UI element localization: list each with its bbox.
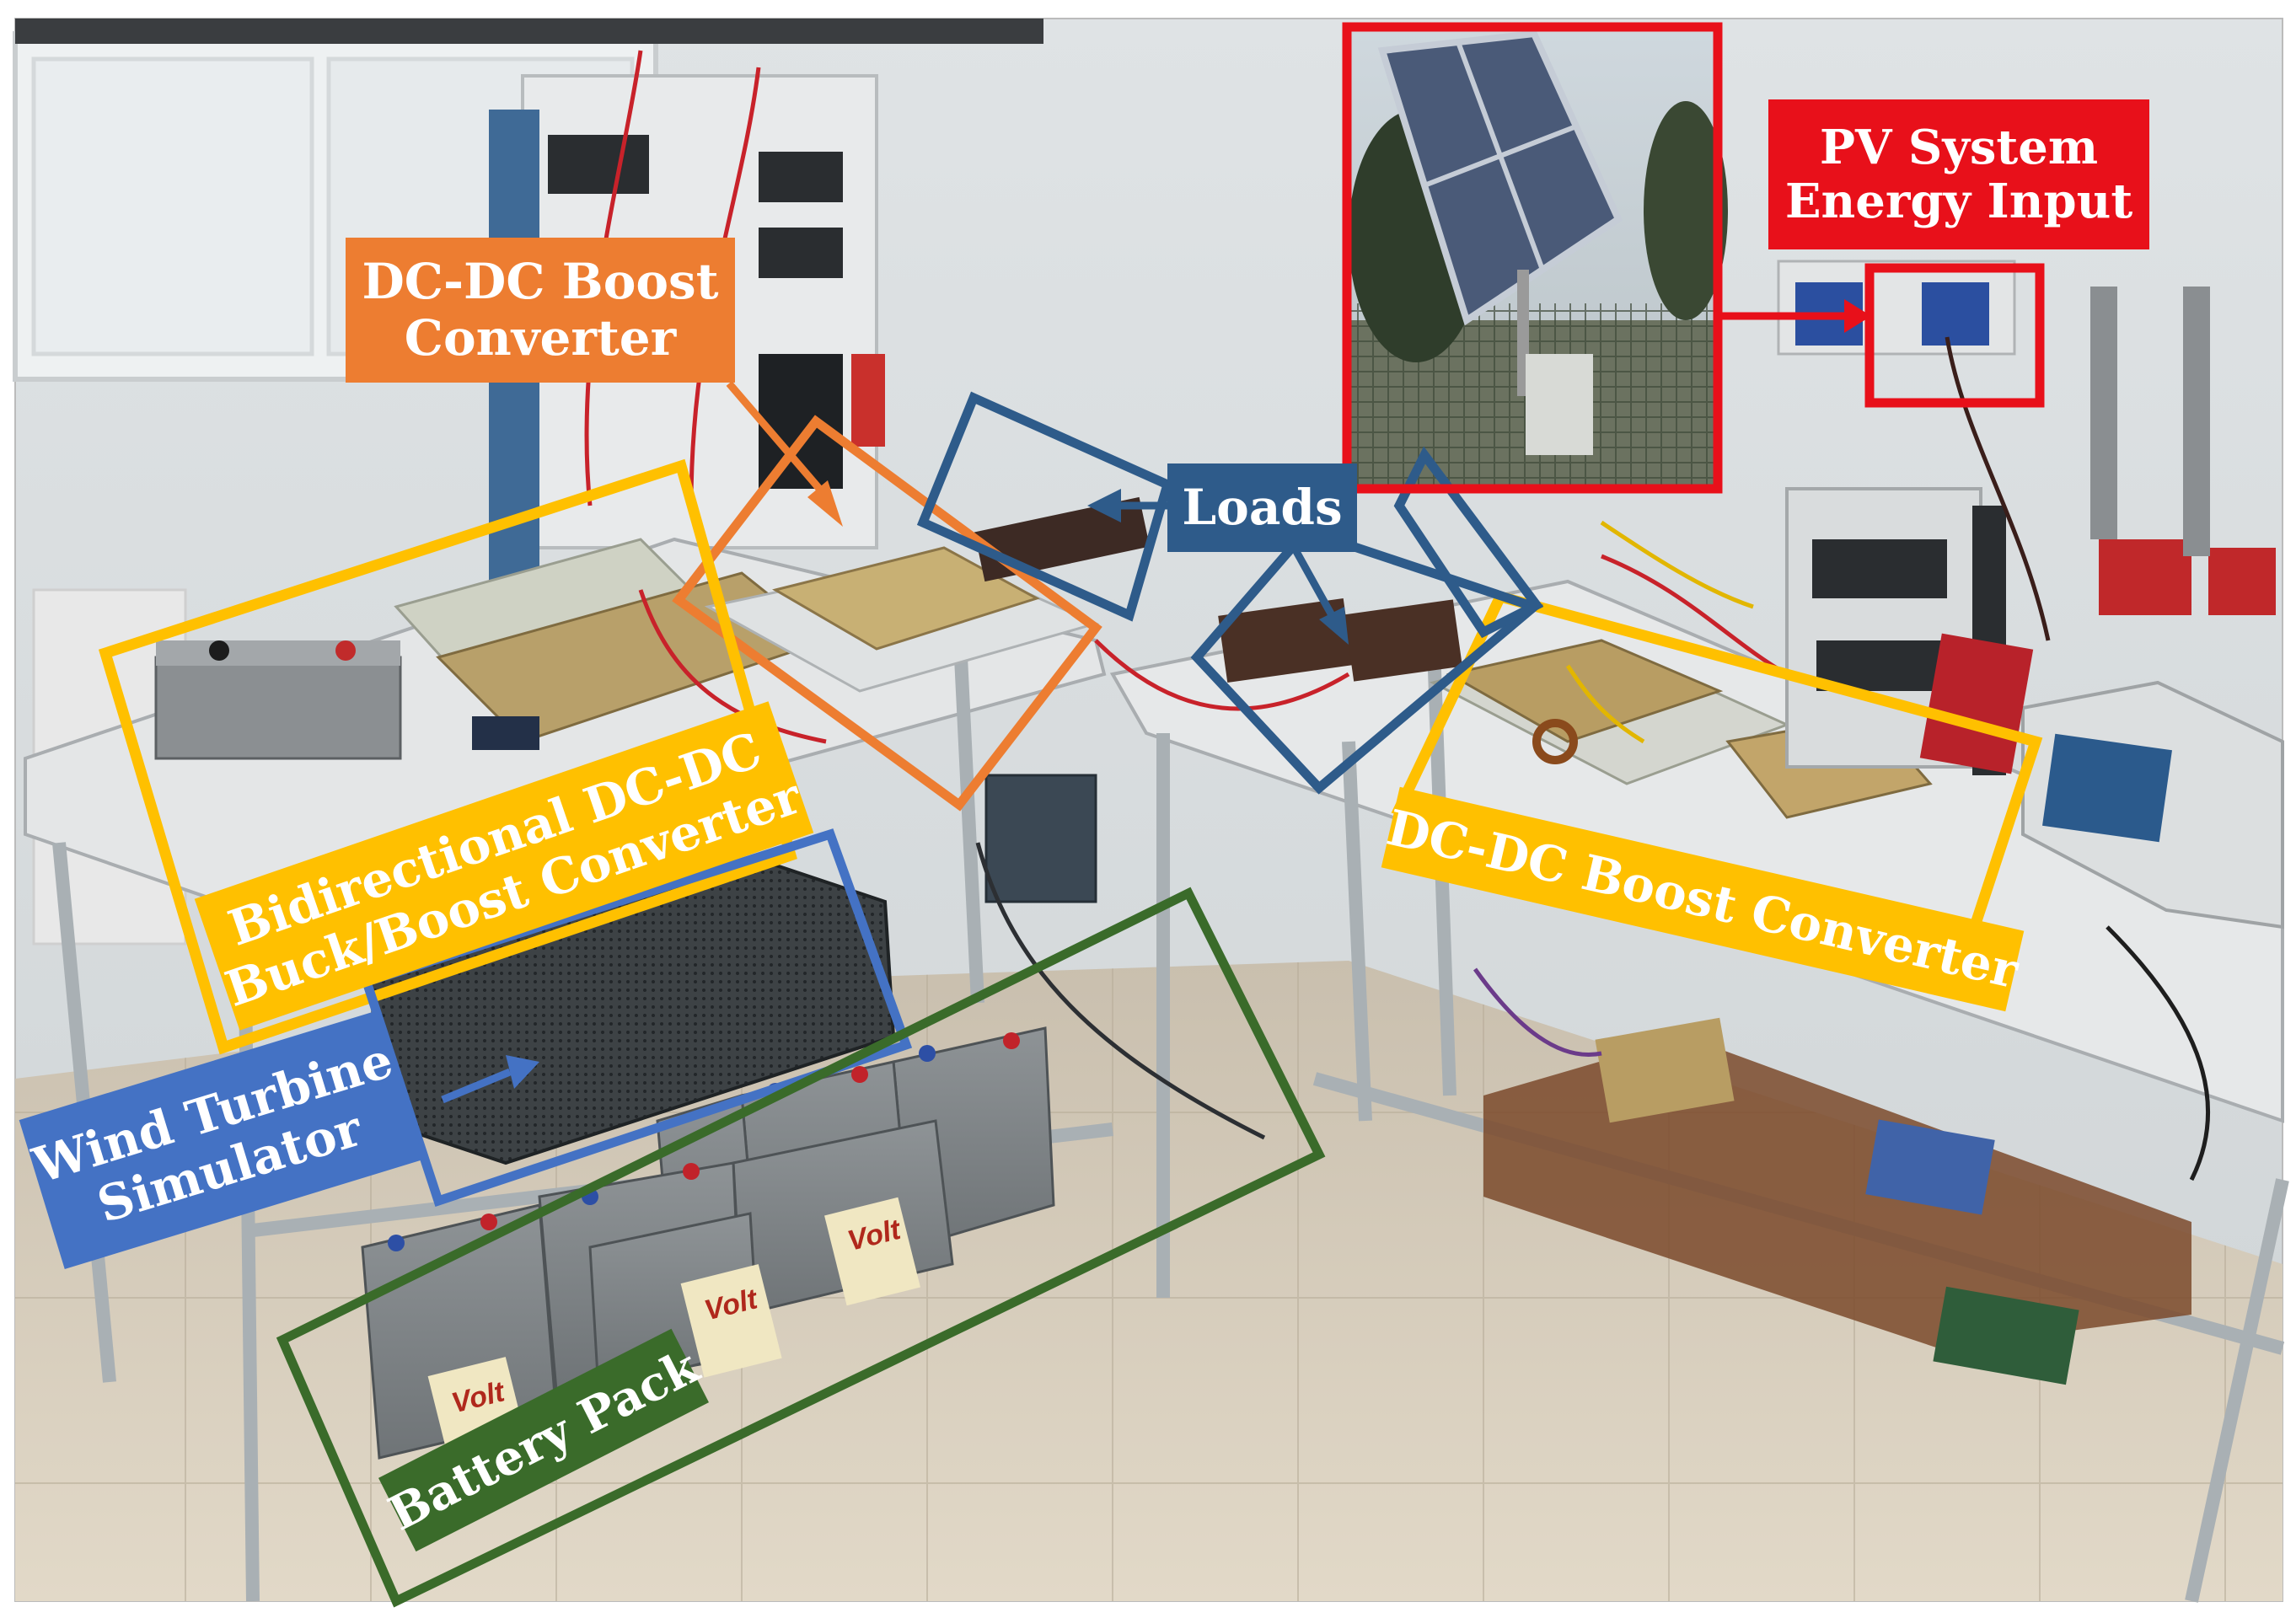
pv-arrow-head-to-socket [1844,299,1871,333]
dcdc-boost-top-arrow-line [726,381,834,504]
wind-turbine-arrow-head [506,1055,539,1089]
label-pv-system-line2: Energy Input [1784,174,2133,229]
dcdc-boost-top-arrow-head [807,480,843,527]
pv-inset-frame [1342,22,1723,494]
loads-arrow-head-right [1319,607,1349,645]
battery-pack-outline [276,887,1326,1608]
loads-arrow-head-left [1087,489,1121,522]
label-dcdc-boost-top: DC-DC Boost Converter [346,238,735,383]
pv-panel-inset-photo [1347,27,1728,489]
label-dcdc-boost-top-line1: DC-DC Boost [362,253,719,311]
label-pv-system: PV System Energy Input [1768,99,2149,249]
label-loads-text: Loads [1182,479,1343,537]
label-dcdc-boost-top-line2: Converter [404,309,677,367]
label-loads: Loads [1167,463,1357,552]
loads-outline-right [1190,525,1544,795]
pv-socket-outline [1864,263,2045,408]
wind-turbine-outline [361,828,913,1207]
label-pv-system-line1: PV System [1819,119,2099,175]
loads-arrow-line-right [1286,537,1335,618]
loads-outline-left [916,391,1173,622]
wind-turbine-arrow-line [441,1068,512,1104]
bidirectional-outline [98,458,797,1055]
